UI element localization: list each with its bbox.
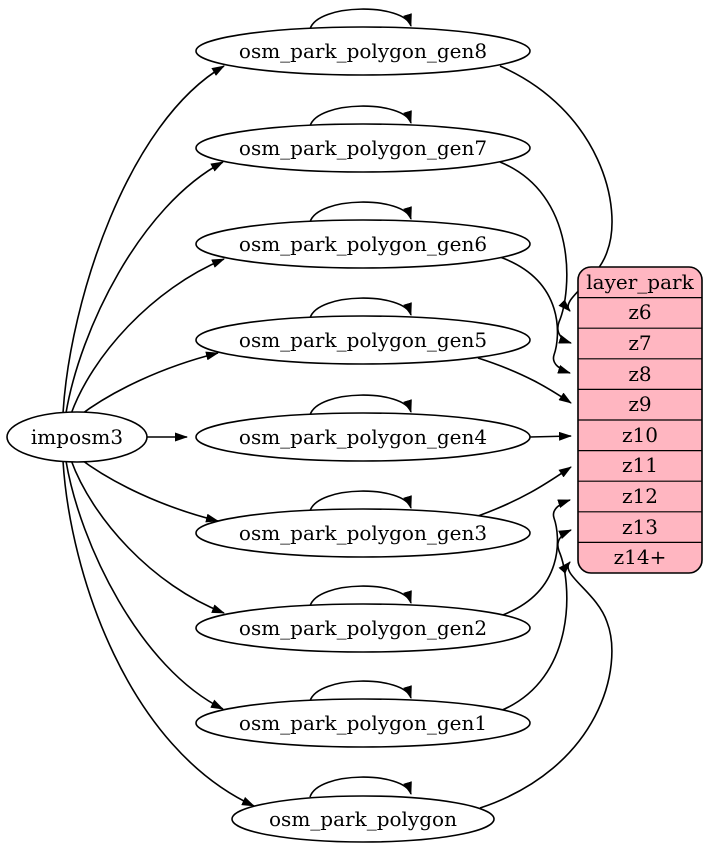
- node-osm-park-polygon-gen2: osm_park_polygon_gen2: [195, 603, 531, 653]
- self-loop-gen8: [309, 8, 412, 30]
- gen8-ellipse: [195, 26, 531, 76]
- row-z10: z10: [622, 423, 658, 447]
- gen4-label: osm_park_polygon_gen4: [239, 425, 487, 449]
- gen7-ellipse: [195, 123, 531, 173]
- layer-park-title: layer_park: [586, 270, 694, 294]
- edge-imposm3-gen5: [78, 351, 219, 417]
- node-imposm3: imposm3: [6, 411, 148, 463]
- edge-imposm3-gen8: [62, 65, 225, 414]
- node-osm-park-polygon-gen7: osm_park_polygon_gen7: [195, 123, 531, 173]
- gen5-label: osm_park_polygon_gen5: [239, 328, 487, 352]
- edge-gen3-z11: [477, 466, 572, 517]
- self-loop-gen4: [309, 394, 412, 416]
- row-z11: z11: [622, 453, 658, 477]
- self-loop-gen1: [309, 680, 412, 702]
- node-osm-park-polygon-gen4: osm_park_polygon_gen4: [195, 412, 531, 462]
- edge-gen2-z12: [499, 499, 571, 617]
- edge-gen4-z10: [529, 431, 572, 441]
- node-osm-park-polygon-gen6: osm_park_polygon_gen6: [195, 219, 531, 269]
- polygon-label: osm_park_polygon: [269, 807, 457, 831]
- row-z6: z6: [628, 300, 651, 324]
- imposm3-label: imposm3: [31, 425, 123, 449]
- gen4-ellipse: [195, 412, 531, 462]
- self-loop-gen3: [309, 490, 412, 512]
- node-osm-park-polygon-gen8: osm_park_polygon_gen8: [195, 26, 531, 76]
- gen7-label: osm_park_polygon_gen7: [239, 136, 487, 160]
- edge-imposm3-gen7: [65, 161, 224, 414]
- node-osm-park-polygon-gen5: osm_park_polygon_gen5: [195, 315, 531, 365]
- edges-self-loops: [309, 8, 412, 798]
- gen2-label: osm_park_polygon_gen2: [239, 616, 487, 640]
- edge-gen5-z9: [477, 357, 572, 404]
- edge-gen8-z6: [499, 65, 613, 312]
- gen3-label: osm_park_polygon_gen3: [239, 521, 487, 545]
- row-z12: z12: [622, 484, 658, 508]
- node-osm-park-polygon: osm_park_polygon: [231, 795, 495, 843]
- gen6-label: osm_park_polygon_gen6: [239, 232, 487, 256]
- row-z14: z14+: [614, 545, 667, 569]
- polygon-ellipse: [231, 795, 495, 843]
- self-loop-polygon: [309, 776, 412, 798]
- edge-gen6-z8: [499, 256, 571, 374]
- edge-imposm3-gen1: [65, 460, 224, 710]
- gen2-ellipse: [195, 603, 531, 653]
- row-z7: z7: [628, 331, 651, 355]
- gen1-ellipse: [195, 698, 531, 748]
- node-osm-park-polygon-gen3: osm_park_polygon_gen3: [195, 508, 531, 558]
- row-z8: z8: [628, 362, 651, 386]
- node-layer-park: layer_park z6 z7 z8 z9 z10 z11 z12 z13 z…: [577, 266, 703, 574]
- edges-tables-to-layer: [477, 65, 613, 809]
- gen5-ellipse: [195, 315, 531, 365]
- edge-polygon-z14: [479, 561, 613, 809]
- edge-gen7-z7: [499, 161, 572, 344]
- edge-imposm3-gen2: [70, 459, 225, 614]
- self-loop-gen5: [309, 297, 412, 319]
- row-z9: z9: [628, 392, 651, 416]
- edge-imposm3-polygon: [62, 460, 255, 807]
- gen6-ellipse: [195, 219, 531, 269]
- edge-imposm3-gen3: [78, 457, 219, 523]
- self-loop-gen2: [309, 585, 412, 607]
- gen1-label: osm_park_polygon_gen1: [239, 711, 487, 735]
- self-loop-gen7: [309, 105, 412, 127]
- edge-imposm3-gen6: [70, 258, 225, 415]
- row-z13: z13: [622, 515, 658, 539]
- gen8-label: osm_park_polygon_gen8: [239, 39, 487, 63]
- imposm3-ellipse: [6, 411, 148, 463]
- gen3-ellipse: [195, 508, 531, 558]
- self-loop-gen6: [309, 201, 412, 223]
- node-osm-park-polygon-gen1: osm_park_polygon_gen1: [195, 698, 531, 748]
- edges-imposm3-to-tables: [62, 65, 255, 807]
